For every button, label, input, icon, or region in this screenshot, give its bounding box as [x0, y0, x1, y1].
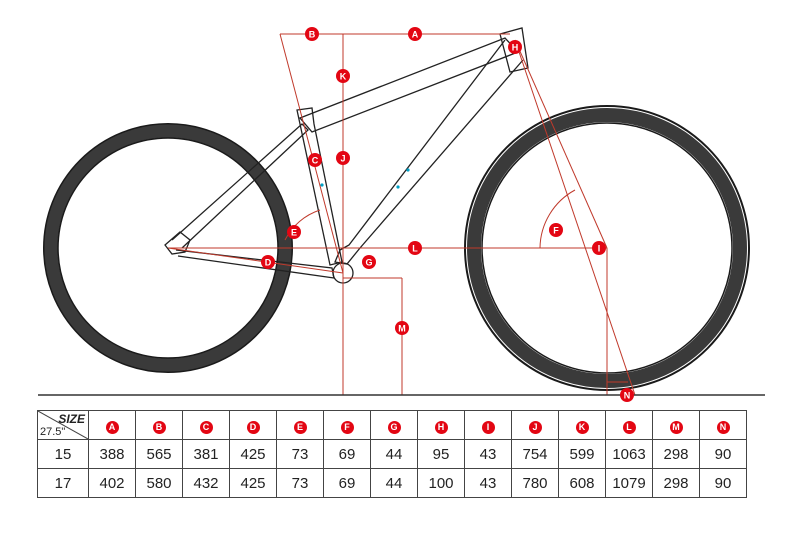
col-a: A: [88, 410, 136, 440]
col-f-badge: F: [340, 420, 354, 434]
table-header-row: SIZE 27.5" A B C D E F G H I J K L M N: [37, 410, 747, 440]
size-header: SIZE: [58, 412, 85, 426]
table-row: 17 402 580 432 425 73 69 44 100 43 780 6…: [37, 468, 747, 498]
label-b: B: [305, 27, 319, 41]
col-a-badge: A: [105, 420, 119, 434]
cell-i: 43: [464, 468, 512, 498]
label-f-text: F: [553, 226, 559, 236]
label-c-text: C: [312, 156, 319, 166]
col-k: K: [558, 410, 606, 440]
col-b-badge: B: [152, 420, 166, 434]
label-n-text: N: [624, 391, 631, 401]
cell-l: 1063: [605, 439, 653, 469]
label-c: C: [308, 153, 322, 167]
label-h: H: [508, 40, 522, 54]
label-h-text: H: [512, 43, 519, 53]
cell-d: 425: [229, 468, 277, 498]
col-e-badge: E: [293, 420, 307, 434]
col-l-badge: L: [622, 420, 636, 434]
col-m: M: [652, 410, 700, 440]
cell-g: 44: [370, 439, 418, 469]
cell-m: 298: [652, 439, 700, 469]
cell-f: 69: [323, 468, 371, 498]
col-i: I: [464, 410, 512, 440]
table-row: 15 388 565 381 425 73 69 44 95 43 754 59…: [37, 439, 747, 469]
size-header-cell: SIZE 27.5": [37, 410, 89, 440]
cell-a: 402: [88, 468, 136, 498]
col-m-badge: M: [669, 420, 683, 434]
geometry-table: SIZE 27.5" A B C D E F G H I J K L M N 1…: [37, 410, 747, 498]
label-g-text: G: [365, 258, 372, 268]
cable-guides: [320, 168, 410, 189]
cell-k: 599: [558, 439, 606, 469]
col-g: G: [370, 410, 418, 440]
cell-f: 69: [323, 439, 371, 469]
diagonal-divider: [38, 411, 88, 439]
label-l-text: L: [412, 244, 418, 254]
cell-h: 95: [417, 439, 465, 469]
label-g: G: [362, 255, 376, 269]
col-k-badge: K: [575, 420, 589, 434]
col-i-badge: I: [481, 420, 495, 434]
label-j: J: [336, 151, 350, 165]
col-j-badge: J: [528, 420, 542, 434]
cell-h: 100: [417, 468, 465, 498]
label-f: F: [549, 223, 563, 237]
col-d-badge: D: [246, 420, 260, 434]
cell-k: 608: [558, 468, 606, 498]
row-size: 15: [37, 439, 89, 469]
label-n: N: [620, 388, 634, 402]
cell-j: 754: [511, 439, 559, 469]
cell-b: 580: [135, 468, 183, 498]
dimension-labels: A B C D E F G H I J K L M N: [261, 27, 634, 402]
label-d: D: [261, 255, 275, 269]
col-b: B: [135, 410, 183, 440]
cell-b: 565: [135, 439, 183, 469]
wheel-header: 27.5": [40, 426, 66, 438]
col-n: N: [699, 410, 747, 440]
label-i: I: [592, 241, 606, 255]
col-d: D: [229, 410, 277, 440]
label-i-text: I: [598, 244, 601, 254]
bike-geometry-diagram: A B C D E F G H I J K L M N: [38, 27, 765, 402]
cell-l: 1079: [605, 468, 653, 498]
label-k-text: K: [340, 72, 347, 82]
cell-g: 44: [370, 468, 418, 498]
label-e: E: [287, 225, 301, 239]
col-j: J: [511, 410, 559, 440]
cell-d: 425: [229, 439, 277, 469]
cell-n: 90: [699, 468, 747, 498]
cell-m: 298: [652, 468, 700, 498]
label-j-text: J: [340, 154, 345, 164]
cell-e: 73: [276, 468, 324, 498]
col-n-badge: N: [716, 420, 730, 434]
col-e: E: [276, 410, 324, 440]
cell-n: 90: [699, 439, 747, 469]
cell-e: 73: [276, 439, 324, 469]
cell-j: 780: [511, 468, 559, 498]
label-d-text: D: [265, 258, 272, 268]
label-a: A: [408, 27, 422, 41]
label-m-text: M: [398, 324, 406, 334]
cell-a: 388: [88, 439, 136, 469]
col-h-badge: H: [434, 420, 448, 434]
label-e-text: E: [291, 228, 297, 238]
col-f: F: [323, 410, 371, 440]
label-a-text: A: [412, 30, 419, 40]
cell-c: 381: [182, 439, 230, 469]
row-size: 17: [37, 468, 89, 498]
label-k: K: [336, 69, 350, 83]
col-g-badge: G: [387, 420, 401, 434]
cell-c: 432: [182, 468, 230, 498]
col-c-badge: C: [199, 420, 213, 434]
col-c: C: [182, 410, 230, 440]
label-m: M: [395, 321, 409, 335]
label-l: L: [408, 241, 422, 255]
cell-i: 43: [464, 439, 512, 469]
col-l: L: [605, 410, 653, 440]
geometry-lines: [167, 33, 636, 396]
label-b-text: B: [309, 30, 316, 40]
col-h: H: [417, 410, 465, 440]
